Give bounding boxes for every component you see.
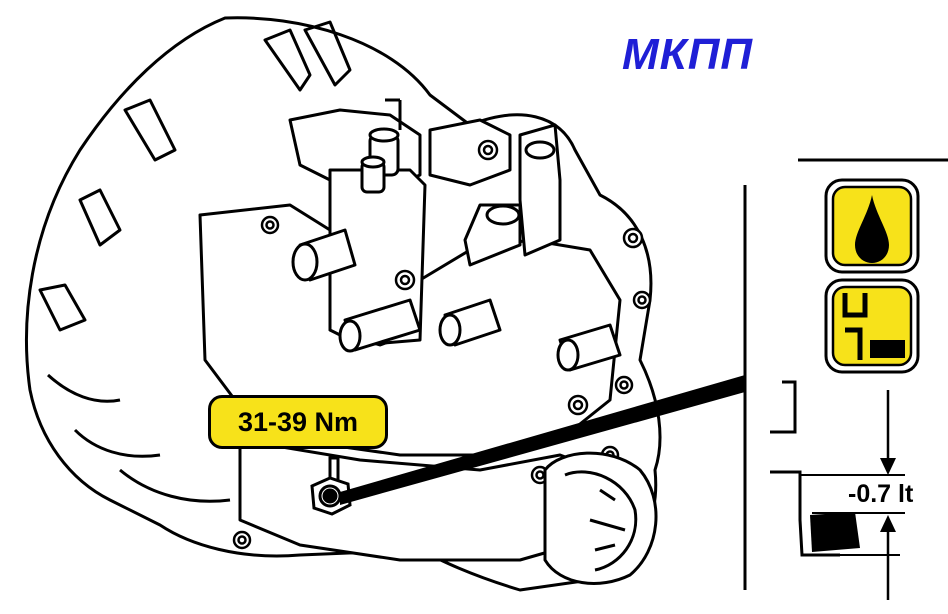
torque-spec-label: 31-39 Nm — [208, 395, 388, 449]
oil-level-icon — [824, 278, 920, 374]
oil-level-diagram — [770, 380, 905, 600]
inset-panel — [743, 158, 948, 590]
oil-volume-label: -0.7 lt — [848, 480, 914, 508]
shift-mechanism — [288, 98, 562, 347]
oil-drop-icon — [824, 178, 920, 274]
housing-ribs — [38, 20, 352, 503]
shift-rods — [291, 228, 622, 372]
callout-pointer — [340, 375, 745, 505]
differential-cover — [543, 451, 658, 585]
page-title: МКПП — [622, 30, 753, 79]
drain-plug — [310, 456, 352, 516]
